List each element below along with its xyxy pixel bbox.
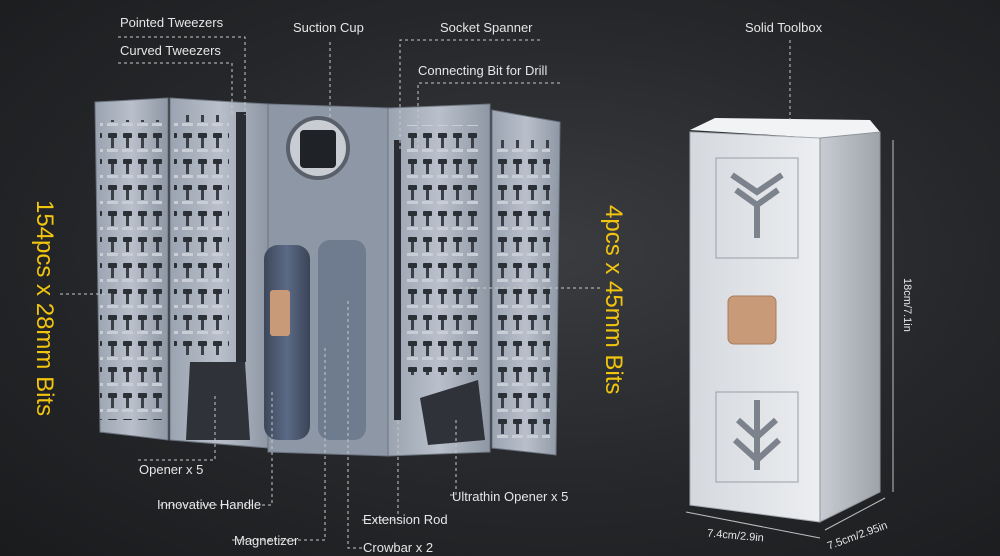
toolbox-upper-emblem: [730, 172, 784, 238]
label-extension-rod: Extension Rod: [363, 512, 448, 527]
leader-innovative-handle: [160, 390, 273, 506]
leader-lines: [60, 36, 791, 549]
leader-extension-rod: [362, 420, 399, 521]
open-kit: [94, 97, 561, 457]
label-dim-height: 18cm/7.1in: [901, 278, 913, 332]
magnetizer-block: [300, 130, 336, 168]
leader-socket-spanner: [399, 39, 540, 150]
label-socket-spanner: Socket Spanner: [440, 20, 533, 35]
leader-crowbar: [347, 300, 362, 549]
label-45mm-bits: 4pcs x 45mm Bits: [600, 205, 627, 395]
solid-toolbox: [689, 118, 881, 523]
toolbox-copper-latch: [727, 295, 777, 345]
label-opener: Opener x 5: [139, 462, 204, 477]
ultrathin-opener: [420, 380, 485, 445]
label-solid-toolbox: Solid Toolbox: [745, 20, 823, 35]
bits-grid-right: [404, 125, 480, 375]
label-magnetizer: Magnetizer: [234, 533, 299, 548]
leader-pointed-tweezers: [118, 36, 246, 115]
handle-slot: [318, 240, 366, 440]
bits-grid-left: [100, 120, 162, 420]
leader-magnetizer: [232, 345, 326, 541]
toolbox-top: [690, 118, 880, 138]
label-innovative-handle: Innovative Handle: [157, 497, 262, 512]
dimension-lines: [685, 140, 894, 539]
tweezers: [236, 112, 246, 362]
label-ultrathin-opener: Ultrathin Opener x 5: [452, 489, 569, 504]
dim-depth-line: [824, 497, 886, 531]
opener-tool: [186, 362, 250, 440]
handle-copper-cap: [270, 290, 290, 336]
label-crowbar: Crowbar x 2: [363, 540, 434, 555]
leader-connecting-bit: [417, 82, 560, 150]
label-154-bits: 154pcs x 28mm Bits: [31, 200, 58, 417]
leader-curved-tweezers: [118, 62, 233, 115]
toolbox-side: [819, 131, 881, 523]
leader-opener: [138, 395, 216, 461]
bits-grid-left-2: [174, 115, 229, 355]
leader-ultrathin-opener: [450, 420, 457, 496]
label-suction-cup: Suction Cup: [293, 20, 364, 35]
label-connecting-bit: Connecting Bit for Drill: [418, 63, 548, 78]
toolbox-lower-emblem: [732, 400, 782, 470]
innovative-handle: [264, 245, 310, 440]
extension-rod: [394, 140, 401, 420]
toolbox-upper-plate: [715, 157, 799, 259]
label-pointed-tweezers: Pointed Tweezers: [120, 15, 224, 30]
toolbox-lower-plate: [715, 391, 799, 483]
dim-width-line: [685, 511, 821, 539]
bits-grid-far-right: [496, 140, 550, 440]
label-curved-tweezers: Curved Tweezers: [120, 43, 221, 58]
